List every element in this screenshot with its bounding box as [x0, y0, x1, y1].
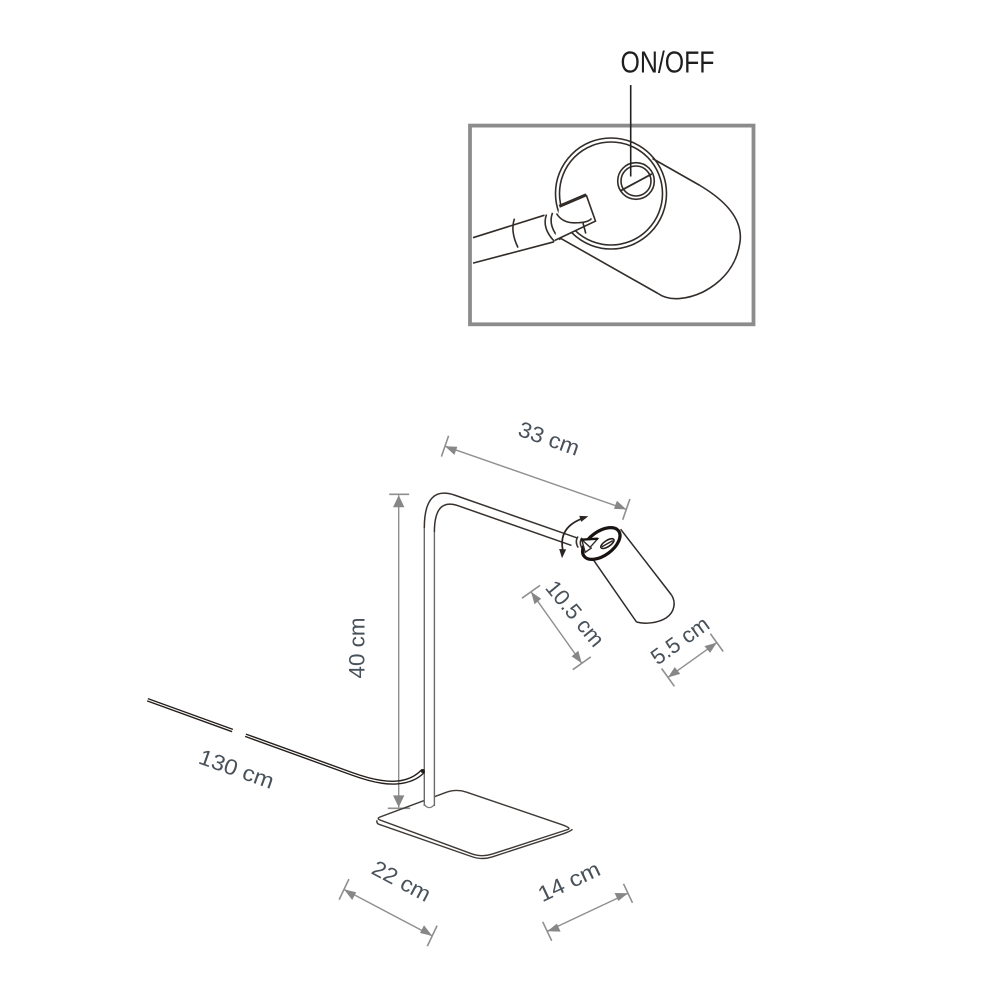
svg-text:ON/OFF: ON/OFF [621, 45, 715, 80]
svg-text:40 cm: 40 cm [345, 618, 370, 679]
